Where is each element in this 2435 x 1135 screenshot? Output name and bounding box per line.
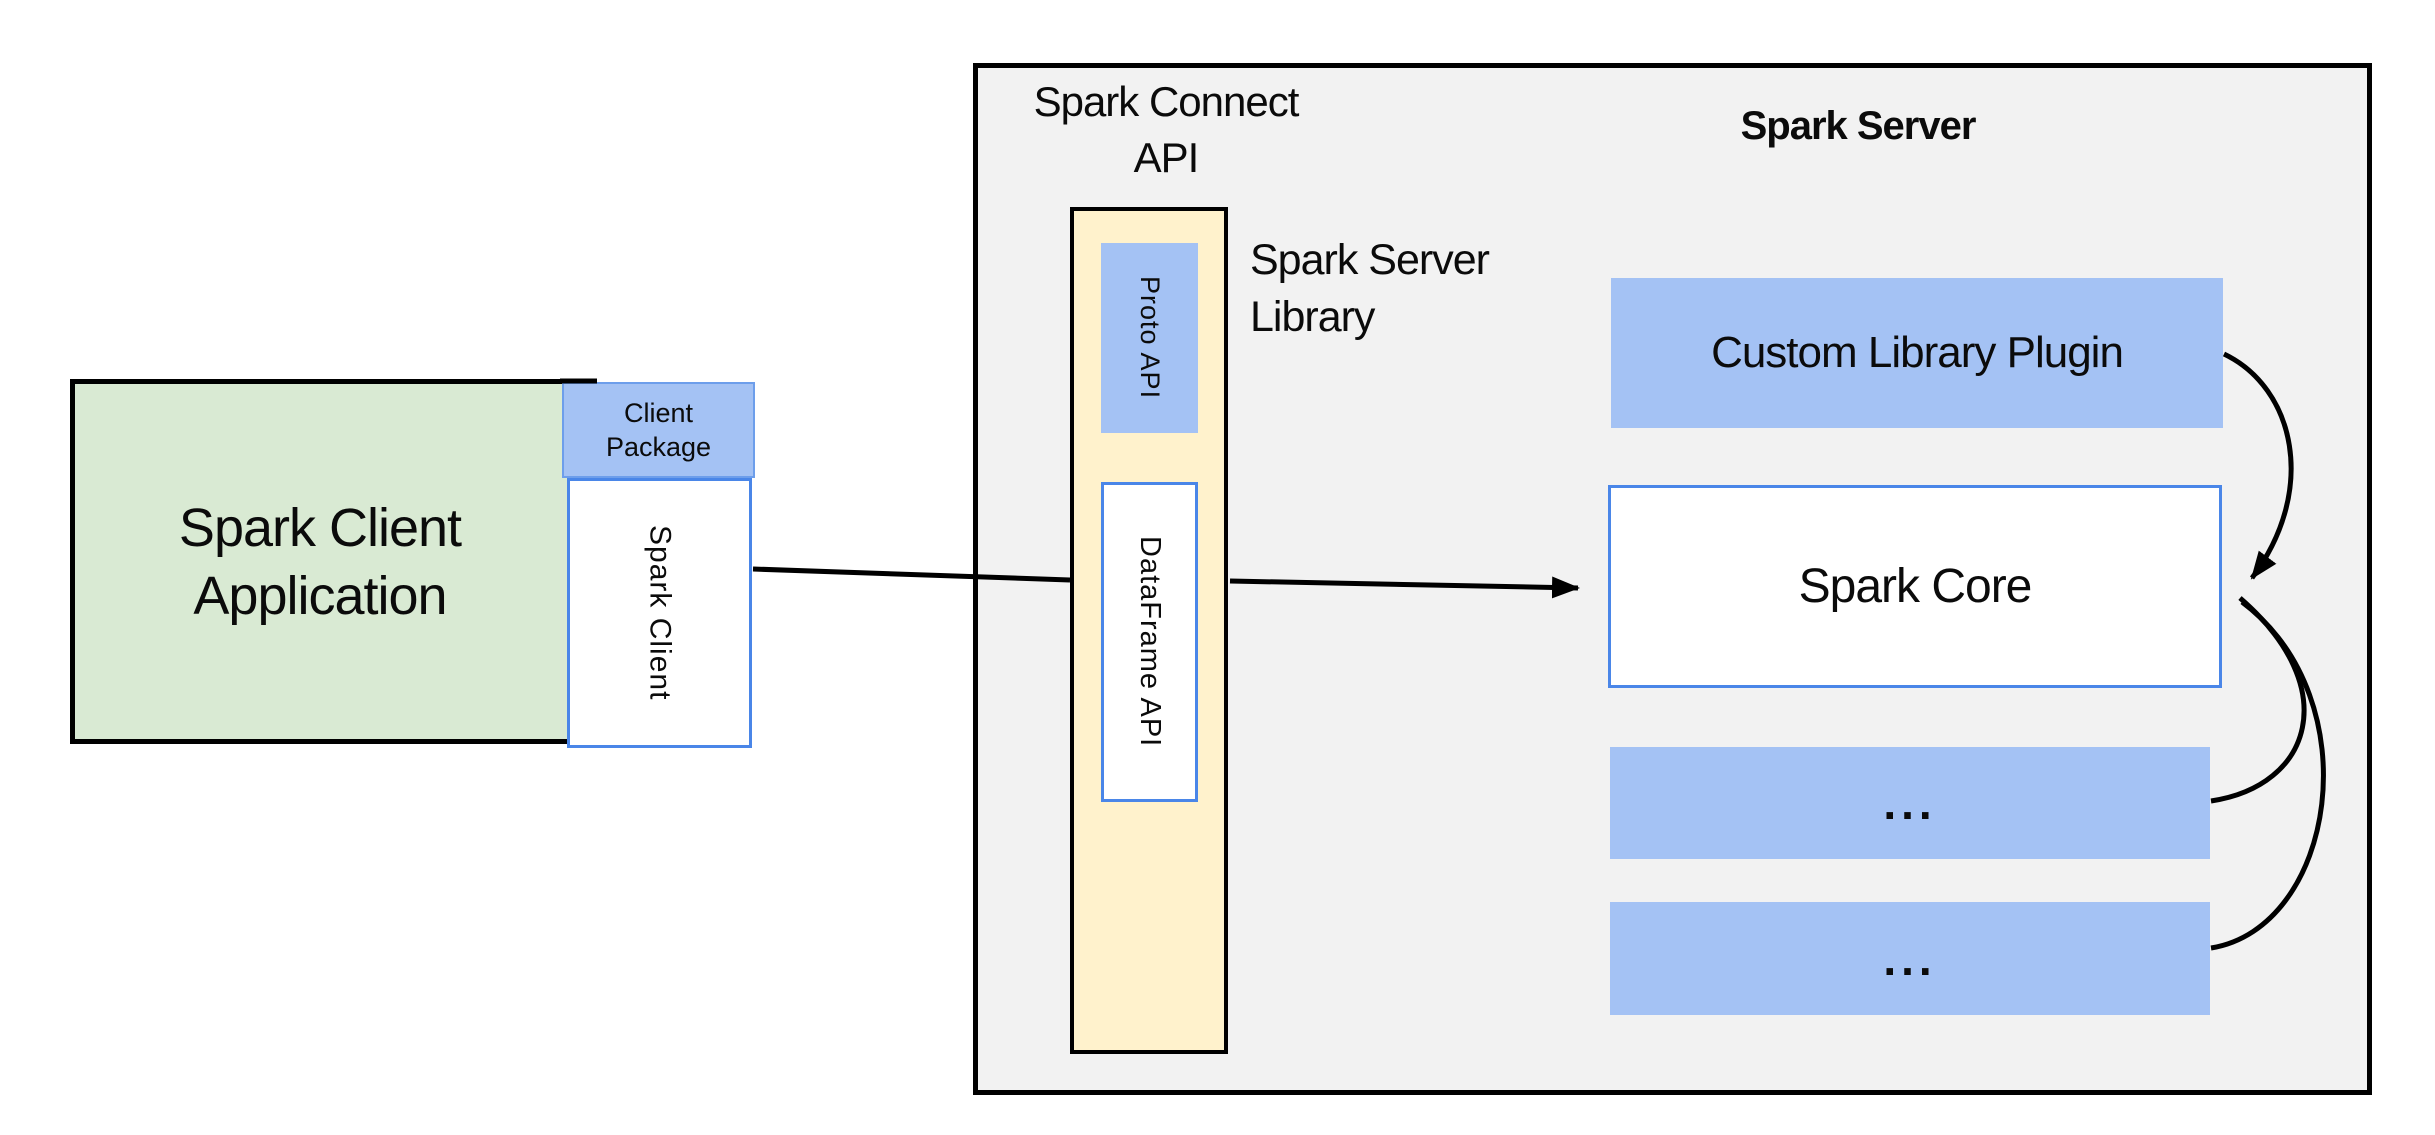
dataframe-api-label: DataFrame API	[1134, 536, 1166, 748]
spark-server-library-label: Spark Server Library	[1250, 232, 1610, 346]
spark-core-box: Spark Core	[1608, 485, 2222, 688]
proto-api-label: Proto API	[1135, 276, 1165, 400]
spark-client-application-line1: Spark Client	[178, 497, 462, 558]
proto-api-box: Proto API	[1101, 243, 1198, 433]
plugin-slot-2-box: ...	[1610, 902, 2210, 1015]
spark-client-label: Spark Client	[643, 525, 677, 701]
spark-connect-api-label: Spark Connect API	[966, 74, 1366, 186]
custom-library-plugin-box: Custom Library Plugin	[1611, 278, 2223, 428]
spark-client-application-box	[70, 379, 597, 744]
spark-client-box: Spark Client	[567, 478, 752, 748]
spark-connect-api-line2: API	[1133, 134, 1200, 181]
spark-connect-api-line1: Spark Connect	[1033, 78, 1300, 125]
dataframe-api-box: DataFrame API	[1101, 482, 1198, 802]
client-package-box: Client Package	[562, 382, 755, 478]
spark-client-application-line2: Application	[193, 565, 447, 626]
spark-server-library-line1: Spark Server	[1250, 236, 1490, 284]
spark-client-application-label: Spark Client Application	[70, 379, 570, 744]
client-package-line1: Client	[623, 398, 693, 428]
client-package-line2: Package	[605, 432, 712, 462]
spark-server-title: Spark Server	[1740, 104, 1977, 148]
spark-server-library-line2: Library	[1250, 293, 1375, 341]
plugin-slot-1-box: ...	[1610, 747, 2210, 859]
